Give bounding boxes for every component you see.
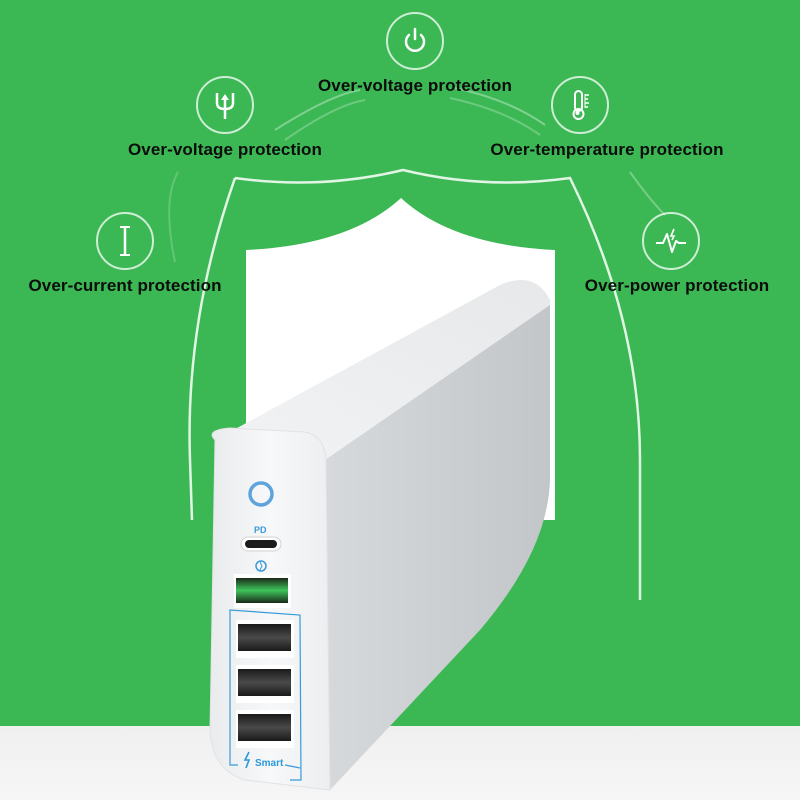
floor xyxy=(0,726,800,800)
feature-left-ring xyxy=(96,212,154,270)
feature-upper-right-ring xyxy=(551,76,609,134)
feature-left-label: Over-current protection xyxy=(28,276,222,295)
thermometer-icon xyxy=(572,90,589,120)
current-i-icon xyxy=(120,226,130,256)
power-icon xyxy=(404,27,426,52)
feature-top-label: Over-voltage protection xyxy=(317,76,513,95)
pd-port-label: PD xyxy=(254,525,267,535)
feature-right: Over-power protection xyxy=(562,212,792,296)
feature-upper-right-label: Over-temperature protection xyxy=(490,140,724,159)
feature-left: Over-current protection xyxy=(10,212,240,296)
feature-top-ring xyxy=(386,12,444,70)
feature-upper-left-label: Over-voltage protection xyxy=(127,140,323,159)
feature-right-label: Over-power protection xyxy=(584,276,770,295)
plug-arrow-icon xyxy=(215,93,235,119)
smart-ports-label: Smart xyxy=(255,758,284,769)
feature-upper-right: Over-temperature protection xyxy=(472,76,742,160)
feature-upper-left: Over-voltage protection xyxy=(110,76,340,160)
feature-upper-left-ring xyxy=(196,76,254,134)
feature-top: Over-voltage protection xyxy=(300,12,530,96)
feature-right-ring xyxy=(642,212,700,270)
power-surge-icon xyxy=(656,228,686,253)
